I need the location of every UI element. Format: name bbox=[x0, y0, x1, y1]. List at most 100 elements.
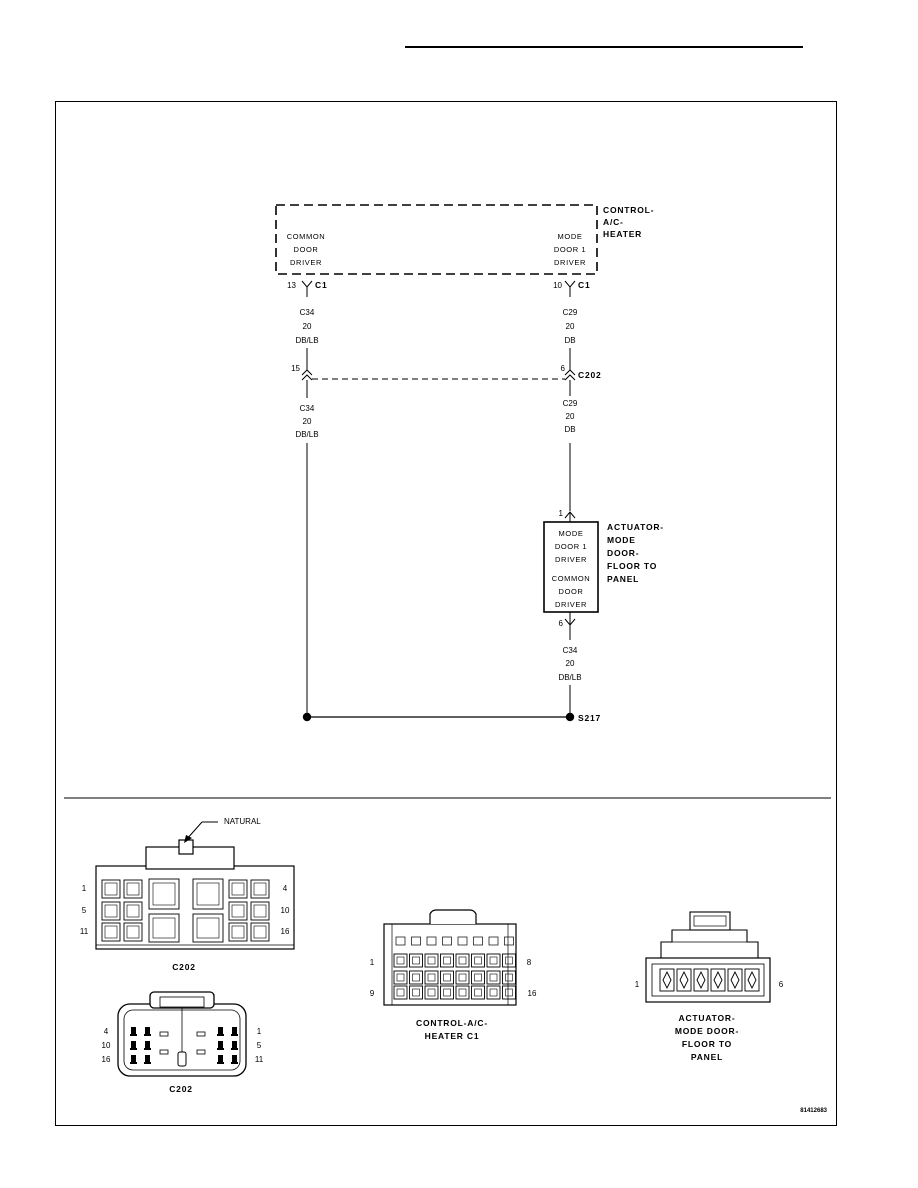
c202-top-pin-10: 10 bbox=[281, 906, 290, 915]
connector-cavity bbox=[489, 956, 498, 965]
connector-cavity bbox=[396, 956, 405, 965]
connector-cavity bbox=[488, 936, 499, 946]
c202-bottom-pin-11: 11 bbox=[255, 1055, 264, 1064]
wire-right-upper-gauge: 20 bbox=[566, 322, 575, 331]
connector-cavity bbox=[443, 973, 451, 982]
connector-cavity bbox=[679, 970, 689, 990]
connector-cavity bbox=[502, 953, 516, 968]
connector-cavity bbox=[443, 988, 451, 997]
c202-bottom-pin-5: 5 bbox=[257, 1041, 262, 1050]
connector-cavity bbox=[231, 1034, 238, 1036]
connector-cavity bbox=[412, 988, 420, 997]
connector-cavity bbox=[396, 973, 405, 982]
c1-view-pin-8: 8 bbox=[527, 958, 532, 967]
connector-cavity bbox=[192, 878, 224, 910]
wire-right-lower-code: C29 bbox=[563, 399, 578, 408]
control-module-box bbox=[275, 204, 598, 275]
connector-cavity bbox=[131, 1027, 136, 1034]
wire-right-lower-color: DB bbox=[564, 425, 575, 434]
connector-cavity bbox=[228, 879, 248, 899]
connector-cavity bbox=[489, 988, 498, 997]
c202-connector-label: C202 bbox=[578, 370, 602, 380]
connector-cavity bbox=[144, 1062, 151, 1064]
connector-cavity bbox=[192, 913, 224, 943]
connector-cavity bbox=[427, 988, 436, 997]
actuator-name-5: PANEL bbox=[607, 574, 639, 584]
actuator-top-pin: 1 bbox=[559, 509, 564, 518]
diagram-frame bbox=[55, 101, 837, 1126]
connector-cavity bbox=[196, 917, 220, 939]
connector-cavity bbox=[253, 882, 267, 896]
connector-cavity bbox=[455, 953, 470, 968]
control-module-name-3: HEATER bbox=[603, 229, 642, 239]
c202-top-pin-11: 11 bbox=[80, 927, 89, 936]
connector-cavity bbox=[231, 925, 245, 939]
connector-cavity bbox=[393, 985, 408, 1000]
connector-cavity bbox=[196, 882, 220, 906]
actuator-bottom-pin: 6 bbox=[559, 619, 564, 628]
connector-cavity bbox=[426, 936, 437, 946]
connector-cavity bbox=[409, 953, 423, 968]
c202-bottom-pin-10: 10 bbox=[102, 1041, 111, 1050]
connector-cavity bbox=[131, 1041, 136, 1048]
c202-left-pin: 15 bbox=[291, 364, 300, 373]
control-c1-view bbox=[383, 909, 517, 1006]
connector-cavity bbox=[427, 956, 436, 965]
connector-cavity bbox=[126, 882, 140, 896]
connector-cavity bbox=[412, 973, 420, 982]
actuator-connector-view bbox=[645, 911, 771, 1003]
connector-cavity bbox=[710, 968, 726, 992]
connector-cavity bbox=[159, 1031, 169, 1037]
connector-cavity bbox=[458, 973, 467, 982]
c1-view-pin-16: 16 bbox=[528, 989, 537, 998]
connector-cavity bbox=[250, 901, 270, 921]
splice-dot-left bbox=[302, 712, 312, 722]
connector-cavity bbox=[474, 956, 482, 965]
wire-right-lower-gauge: 20 bbox=[566, 412, 575, 421]
header-rule bbox=[405, 46, 803, 48]
c1-view-caption-2: HEATER C1 bbox=[425, 1031, 480, 1041]
connector-cavity bbox=[217, 1034, 224, 1036]
connector-cavity bbox=[744, 968, 760, 992]
connector-cavity bbox=[440, 970, 454, 985]
actuator-view-caption-1: ACTUATOR- bbox=[679, 1013, 736, 1023]
actuator-view-pin-1: 1 bbox=[635, 980, 640, 989]
connector-cavity bbox=[126, 904, 140, 918]
connector-cavity bbox=[231, 1062, 238, 1064]
c202-top-pin-16: 16 bbox=[281, 927, 290, 936]
figure-id: 81412683 bbox=[800, 1108, 827, 1114]
connector-cavity bbox=[250, 922, 270, 942]
connector-cavity bbox=[471, 985, 485, 1000]
connector-cavity bbox=[123, 922, 143, 942]
actuator-view-caption-3: FLOOR TO bbox=[682, 1039, 732, 1049]
connector-cavity bbox=[427, 973, 436, 982]
connector-cavity bbox=[148, 913, 180, 943]
connector-cavity bbox=[471, 953, 485, 968]
c1-view-pin-9: 9 bbox=[370, 989, 375, 998]
connector-cavity bbox=[505, 973, 513, 982]
c202-bottom-pin-4: 4 bbox=[104, 1027, 109, 1036]
actuator-view-pin-6: 6 bbox=[779, 980, 784, 989]
connector-cavity bbox=[457, 936, 468, 946]
connector-cavity bbox=[152, 917, 176, 939]
connector-cavity bbox=[232, 1027, 237, 1034]
connector-cavity bbox=[217, 1048, 224, 1050]
connector-cavity bbox=[713, 970, 723, 990]
connector-cavity bbox=[411, 936, 421, 946]
c1-view-caption-1: CONTROL-A/C- bbox=[416, 1018, 488, 1028]
connector-cavity bbox=[505, 956, 513, 965]
connector-cavity bbox=[130, 1062, 137, 1064]
connector-cavity bbox=[144, 1048, 151, 1050]
connector-cavity bbox=[424, 953, 439, 968]
connector-cavity bbox=[217, 1062, 224, 1064]
c202-bottom-pin-16: 16 bbox=[102, 1055, 111, 1064]
c1-left-connector: C1 bbox=[315, 280, 327, 290]
connector-cavity bbox=[442, 936, 452, 946]
connector-cavity bbox=[440, 953, 454, 968]
connector-cavity bbox=[196, 1049, 206, 1055]
actuator-name-4: FLOOR TO bbox=[607, 561, 657, 571]
connector-cavity bbox=[424, 970, 439, 985]
c202-top-caption: C202 bbox=[172, 962, 196, 972]
connector-cavity bbox=[412, 956, 420, 965]
actuator-name-1: ACTUATOR- bbox=[607, 522, 664, 532]
